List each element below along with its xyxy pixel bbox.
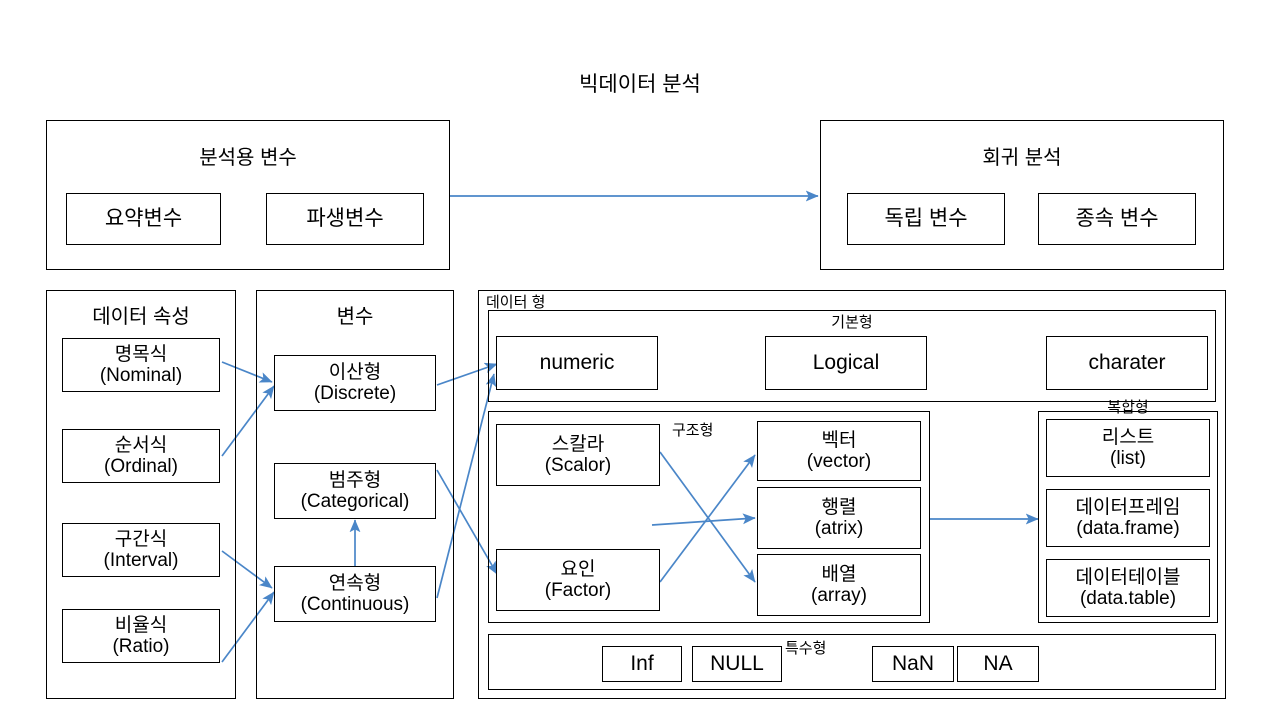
basic-type-group [488,310,1216,402]
basic-type-box-charater[interactable]: charater [1046,336,1208,390]
composite-type-group-title: 복합형 [1107,399,1149,416]
special-box-null[interactable]: NULL [692,646,782,682]
special-null-label: NULL [710,652,764,676]
structure-array-main: 배열 [821,563,857,585]
special-box-inf[interactable]: Inf [602,646,682,682]
structure-factor-sub: (Factor) [544,580,612,601]
attribute-interval-sub: (Interval) [103,550,179,571]
special-box-na[interactable]: NA [957,646,1039,682]
diagram-title: 빅데이터 분석 [579,73,701,96]
variable-panel [256,290,454,699]
structure-box-vector[interactable]: 벡터 (vector) [757,421,921,481]
structure-box-factor[interactable]: 요인 (Factor) [496,549,660,611]
structure-factor-main: 요인 [560,558,596,580]
special-na-label: NA [983,652,1013,676]
analysis-variables-panel [46,120,450,270]
attribute-ratio-main: 비율식 [114,614,168,636]
analysis-variables-title: 분석용 변수 [199,147,297,169]
basic-type-group-title: 기본형 [831,314,873,331]
composite-box-dataframe[interactable]: 데이터프레임 (data.frame) [1046,489,1210,547]
special-box-nan[interactable]: NaN [872,646,954,682]
composite-dataframe-main: 데이터프레임 [1075,496,1181,518]
basic-type-charater-label: charater [1088,351,1166,375]
variable-box-continuous[interactable]: 연속형 (Continuous) [274,566,436,622]
attribute-ordinal-sub: (Ordinal) [104,456,178,477]
derived-variable-box[interactable]: 파생변수 [266,193,424,245]
composite-box-list[interactable]: 리스트 (list) [1046,419,1210,477]
basic-type-logical-label: Logical [812,351,880,375]
data-attribute-title: 데이터 속성 [92,306,190,328]
variable-continuous-sub: (Continuous) [300,594,410,615]
variable-panel-title: 변수 [336,306,374,328]
variable-categorical-sub: (Categorical) [300,491,410,512]
variable-categorical-main: 범주형 [328,469,382,491]
special-inf-label: Inf [630,652,654,676]
structure-vector-sub: (vector) [806,451,872,472]
attribute-box-ordinal[interactable]: 순서식 (Ordinal) [62,429,220,483]
special-type-group [488,634,1216,690]
variable-box-categorical[interactable]: 범주형 (Categorical) [274,463,436,519]
basic-type-numeric-label: numeric [539,351,615,375]
derived-variable-label: 파생변수 [306,207,384,231]
composite-datatable-sub: (data.table) [1079,588,1177,609]
structure-matrix-sub: (atrix) [814,518,864,539]
composite-list-main: 리스트 [1101,426,1155,448]
structure-array-sub: (array) [811,585,867,606]
attribute-ordinal-main: 순서식 [114,434,168,456]
composite-type-group [1038,411,1218,623]
variable-discrete-main: 이산형 [328,361,382,383]
structure-type-group-title: 구조형 [672,422,714,439]
summary-variable-label: 요약변수 [104,207,183,231]
structure-vector-main: 벡터 [821,429,857,451]
structure-box-scalar[interactable]: 스칼라 (Scalor) [496,424,660,486]
independent-variable-label: 독립 변수 [884,207,968,231]
data-type-title: 데이터 형 [486,294,546,311]
attribute-nominal-sub: (Nominal) [99,365,183,386]
independent-variable-box[interactable]: 독립 변수 [847,193,1005,245]
regression-title: 회귀 분석 [982,147,1062,169]
composite-dataframe-sub: (data.frame) [1076,518,1180,539]
variable-continuous-main: 연속형 [328,572,382,594]
structure-type-group [488,411,930,623]
summary-variable-box[interactable]: 요약변수 [66,193,221,245]
basic-type-box-numeric[interactable]: numeric [496,336,658,390]
basic-type-box-logical[interactable]: Logical [765,336,927,390]
structure-matrix-main: 행렬 [821,496,857,518]
composite-datatable-main: 데이터테이블 [1075,566,1181,588]
special-nan-label: NaN [891,652,934,676]
special-type-group-title: 특수형 [785,640,827,657]
attribute-box-nominal[interactable]: 명목식 (Nominal) [62,338,220,392]
dependent-variable-box[interactable]: 종속 변수 [1038,193,1196,245]
attribute-box-interval[interactable]: 구간식 (Interval) [62,523,220,577]
structure-box-matrix[interactable]: 행렬 (atrix) [757,487,921,549]
structure-scalar-sub: (Scalor) [544,455,612,476]
attribute-nominal-main: 명목식 [114,343,168,365]
structure-scalar-main: 스칼라 [551,433,605,455]
data-type-panel [478,290,1226,699]
dependent-variable-label: 종속 변수 [1075,207,1159,231]
attribute-interval-main: 구간식 [114,528,168,550]
variable-discrete-sub: (Discrete) [313,383,397,404]
data-attribute-panel [46,290,236,699]
attribute-ratio-sub: (Ratio) [112,636,170,657]
composite-list-sub: (list) [1110,448,1146,469]
composite-box-datatable[interactable]: 데이터테이블 (data.table) [1046,559,1210,617]
attribute-box-ratio[interactable]: 비율식 (Ratio) [62,609,220,663]
structure-box-array[interactable]: 배열 (array) [757,554,921,616]
variable-box-discrete[interactable]: 이산형 (Discrete) [274,355,436,411]
regression-panel [820,120,1224,270]
